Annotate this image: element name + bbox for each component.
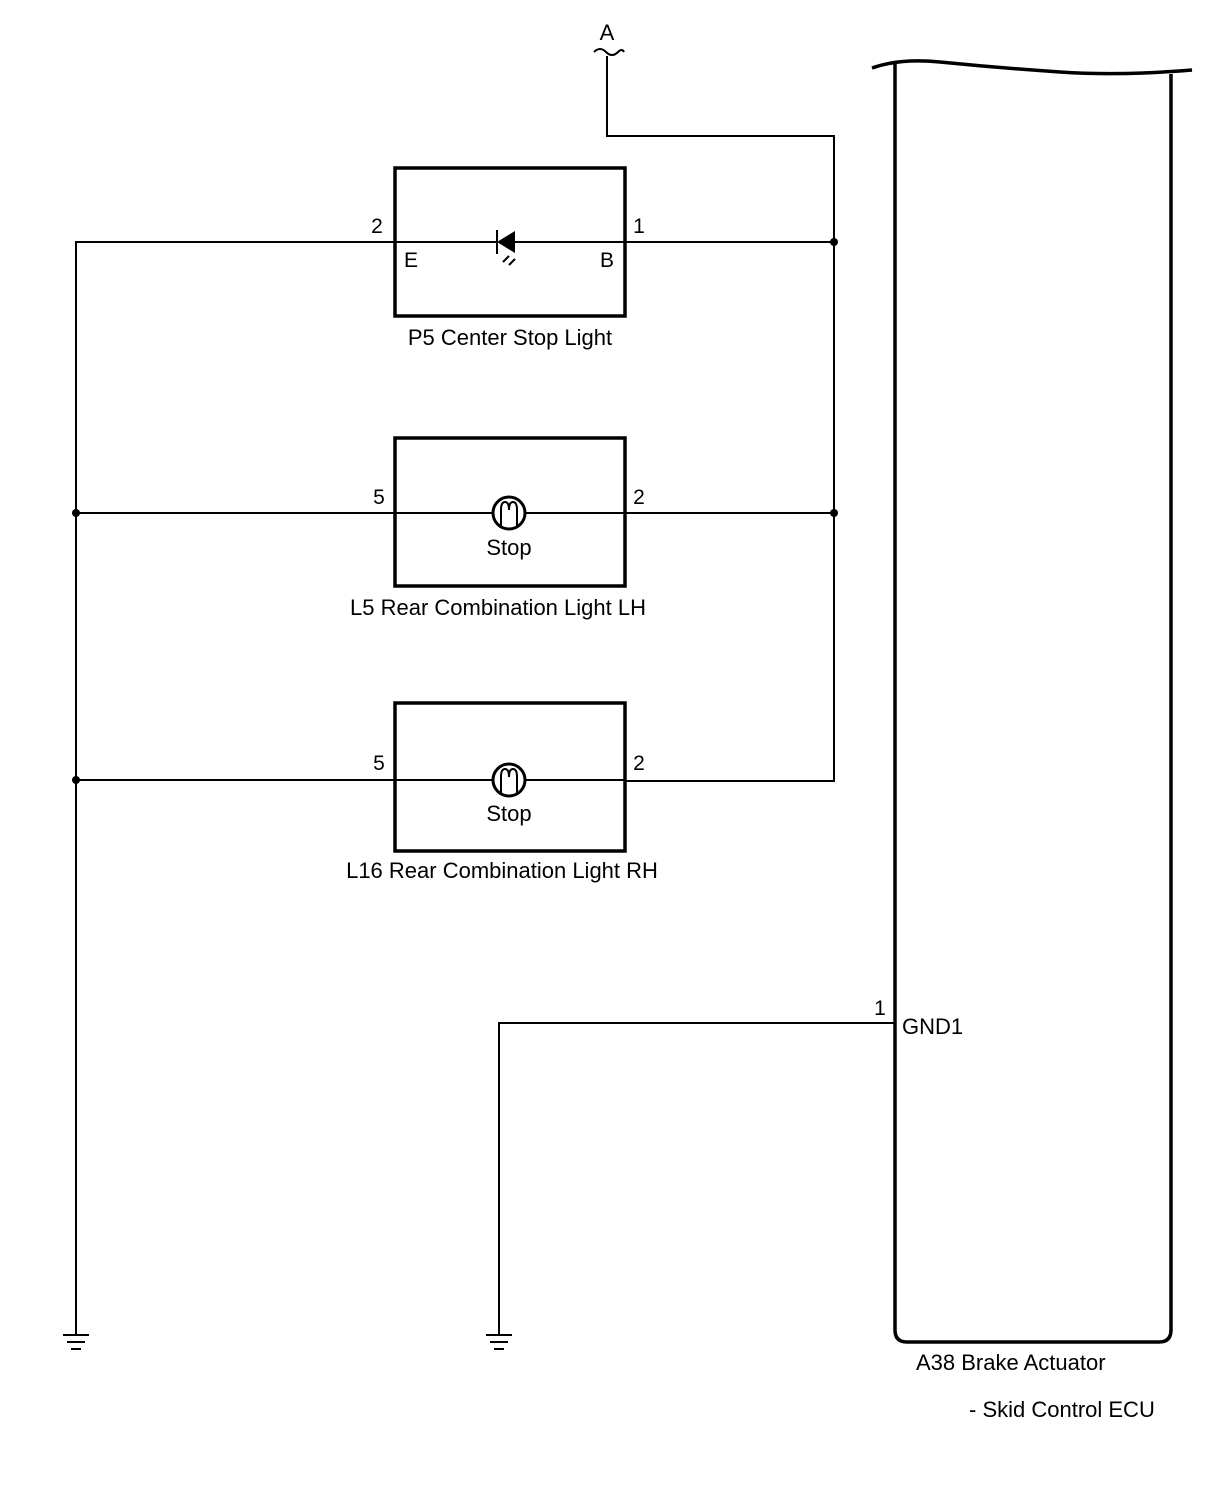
inner-label: Stop [486, 535, 531, 560]
ecu-pin-number: 1 [874, 997, 886, 1020]
junction-dot [830, 238, 838, 246]
component-l5: 5 2 Stop L5 Rear Combination Light LH [76, 436, 834, 620]
junction-dots [72, 238, 838, 784]
ground-icon [486, 1334, 512, 1350]
component-p5: 2 1 E B P5 Center Stop Light [371, 166, 834, 350]
led-icon [496, 230, 516, 266]
component-l16: 5 2 Stop L16 Rear Combination Light RH [76, 701, 658, 883]
terminal-b-label: B [600, 249, 614, 272]
pin-right-number: 2 [633, 752, 645, 775]
junction-dot [830, 509, 838, 517]
component-caption: P5 Center Stop Light [408, 325, 612, 350]
ecu-pin-name: GND1 [902, 1014, 963, 1039]
bulb-icon [491, 762, 527, 798]
ecu-a38: 1 GND1 A38 Brake Actuator - Skid Control… [871, 59, 1193, 1422]
junction-dot [72, 509, 80, 517]
component-box [393, 701, 627, 853]
wire-break-icon [593, 48, 625, 56]
terminal-e-label: E [404, 249, 418, 272]
ecu-box [871, 59, 1193, 76]
pin-left-number: 5 [373, 752, 385, 775]
power-source-a: A [593, 20, 625, 56]
component-caption: L16 Rear Combination Light RH [346, 858, 658, 883]
pin-right-number: 2 [633, 486, 645, 509]
ecu-outline [893, 62, 1173, 1344]
power-source-label: A [600, 20, 615, 45]
bulb-icon [491, 495, 527, 531]
pin-left-number: 5 [373, 486, 385, 509]
component-caption: L5 Rear Combination Light LH [350, 595, 646, 620]
ecu-caption-line2: - Skid Control ECU [969, 1397, 1155, 1422]
ecu-caption-line1: A38 Brake Actuator [916, 1350, 1106, 1375]
wire-ground-bus [75, 241, 394, 1335]
junction-dot [72, 776, 80, 784]
wire-ecu-ground [498, 1022, 895, 1335]
pin-left-number: 2 [371, 215, 383, 238]
pin-right-number: 1 [633, 215, 645, 238]
ground-icon [63, 1334, 89, 1350]
inner-label: Stop [486, 801, 531, 826]
wire-power-bus [606, 56, 835, 782]
